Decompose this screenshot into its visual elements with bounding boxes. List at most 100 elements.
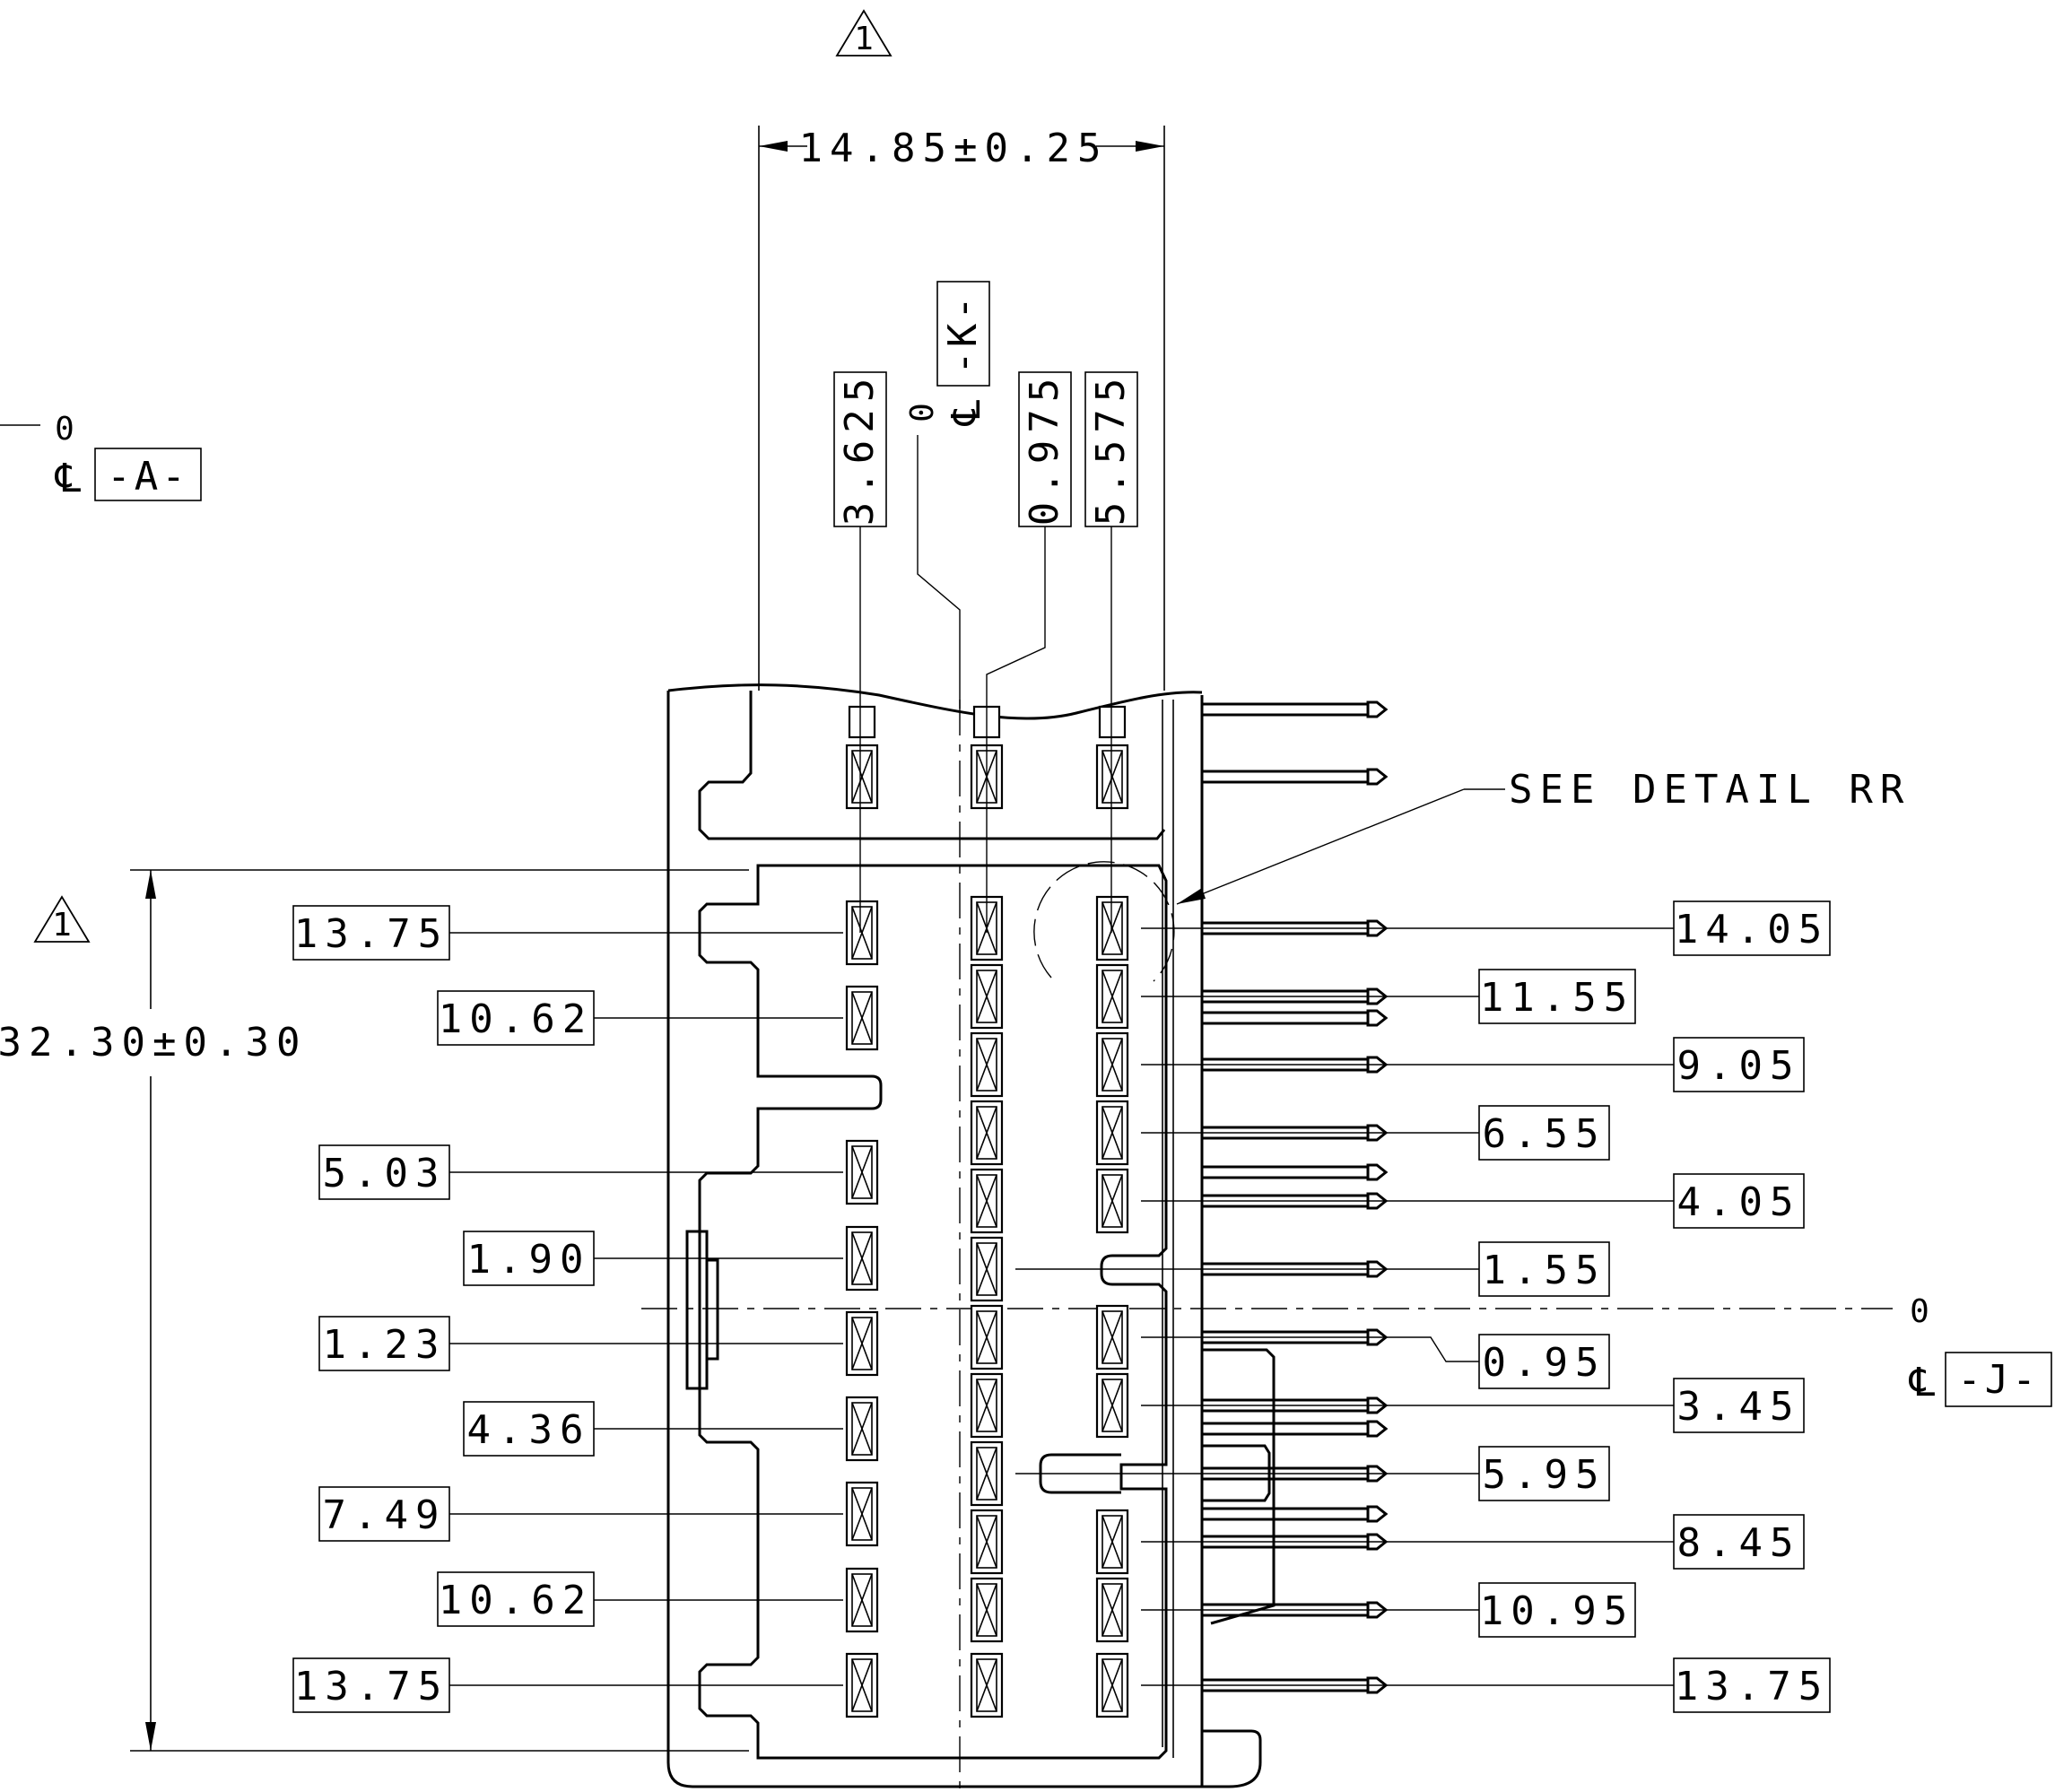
width-dimension: 14.85±0.25: [758, 126, 1165, 691]
terminal-lead: [1202, 768, 1389, 786]
terminal-pin: [845, 1139, 879, 1205]
terminal-pin: [1095, 1509, 1129, 1575]
right-callout-label: 3.45: [1677, 1384, 1801, 1430]
detail-rr-note: SEE DETAIL RR: [1509, 767, 1911, 813]
terminal-pin: [970, 1168, 1004, 1234]
left-callout: 13.75: [292, 1657, 843, 1713]
right-callout-label: 0.95: [1483, 1340, 1607, 1386]
terminal-pin: [1095, 744, 1129, 810]
right-callout: 6.55: [1141, 1105, 1610, 1161]
height-dimension-text: 32.30±0.30: [0, 1020, 307, 1066]
datum-a: 0 ℄ -A-: [0, 411, 202, 501]
right-callout-label: 4.05: [1677, 1179, 1801, 1225]
terminal-pin: [1095, 895, 1129, 961]
right-callout: 10.95: [1141, 1582, 1636, 1638]
terminal-pin: [845, 744, 879, 810]
right-callout: 9.05: [1141, 1037, 1805, 1092]
left-callout: 1.23: [318, 1316, 843, 1371]
terminal-pin: [970, 1577, 1004, 1643]
terminal-pin: [970, 1304, 1004, 1370]
datum-a-zero: 0: [55, 411, 74, 448]
terminal-pin: [970, 1031, 1004, 1098]
terminal-pin-stub: [1098, 705, 1127, 739]
left-callout-label: 10.62: [439, 1578, 593, 1623]
datum-k-symbol: ℄: [944, 399, 989, 426]
top-callout: 0.975: [986, 371, 1072, 933]
left-callout: 7.49: [318, 1486, 843, 1542]
terminal-lead: [1202, 1163, 1389, 1181]
right-callout-label: 5.95: [1483, 1452, 1607, 1498]
left-callout-label: 13.75: [294, 911, 448, 957]
terminal-pin: [845, 900, 879, 966]
terminal-pin: [845, 1396, 879, 1462]
terminal-pin: [970, 1372, 1004, 1439]
right-callout: 11.55: [1141, 969, 1636, 1024]
datum-j-zero: 0: [1910, 1293, 1929, 1330]
terminal-pins: [845, 705, 1129, 1718]
terminal-pin: [845, 1567, 879, 1633]
terminal-pin: [970, 1100, 1004, 1166]
terminal-pin: [845, 1225, 879, 1292]
right-callout-label: 13.75: [1675, 1664, 1829, 1709]
datum-j: 0 ℄ -J-: [1909, 1293, 2052, 1407]
left-callout-label: 13.75: [294, 1664, 448, 1709]
terminal-pin: [1095, 1168, 1129, 1234]
datum-j-symbol: ℄: [1909, 1360, 1936, 1405]
terminal-pin: [845, 1652, 879, 1718]
terminal-pin: [1095, 1372, 1129, 1439]
datum-k-zero: 0: [904, 403, 941, 422]
top-callout: 5.575: [1084, 371, 1138, 933]
right-callout-label: 8.45: [1677, 1520, 1801, 1566]
left-callout-label: 1.90: [467, 1237, 591, 1283]
terminal-lead: [1202, 1465, 1389, 1483]
terminal-pin-stub: [848, 705, 876, 739]
right-callout: 5.95: [1015, 1446, 1610, 1501]
terminal-pin: [1095, 1304, 1129, 1370]
terminal-lead: [1202, 1505, 1389, 1523]
right-callout-label: 1.55: [1483, 1248, 1607, 1293]
revision-triangle-left: 1: [33, 895, 91, 944]
revision-triangle-top: 1: [835, 9, 893, 57]
terminal-pin: [970, 1236, 1004, 1302]
left-callout-label: 1.23: [323, 1322, 447, 1368]
terminal-lead: [1202, 1328, 1389, 1346]
right-callout-label: 10.95: [1480, 1588, 1634, 1634]
top-callout: 3.625: [833, 371, 887, 933]
top-callouts: 3.625 0.975 5.575: [833, 371, 1138, 933]
right-callout: 1.55: [1015, 1241, 1610, 1297]
terminal-pin: [970, 1652, 1004, 1718]
terminal-pin: [1095, 1031, 1129, 1098]
left-callouts: 13.75 10.62 5.03 1.90 1.23 4.36 7.49 10.62 13.75: [292, 905, 843, 1713]
terminal-pin: [970, 1440, 1004, 1507]
left-callout: 1.90: [463, 1231, 843, 1286]
height-dimension: 32.30±0.30: [0, 869, 749, 1752]
terminal-lead: [1202, 1420, 1389, 1438]
right-callout-label: 9.05: [1677, 1043, 1801, 1089]
terminal-leads: [1202, 700, 1389, 1694]
terminal-pin: [845, 1310, 879, 1377]
terminal-pin: [970, 1509, 1004, 1575]
terminal-pin: [845, 985, 879, 1051]
terminal-pin: [845, 1481, 879, 1547]
terminal-pin: [1095, 963, 1129, 1030]
right-callout: 8.45: [1141, 1514, 1805, 1570]
terminal-pin: [970, 963, 1004, 1030]
right-callout-label: 6.55: [1483, 1111, 1607, 1157]
left-callout: 5.03: [318, 1144, 843, 1200]
left-callout: 4.36: [463, 1401, 843, 1457]
terminal-pin: [1095, 1577, 1129, 1643]
revision-label-top: 1: [854, 21, 874, 57]
revision-label-left: 1: [52, 907, 72, 944]
datum-k: -K- ℄ 0: [904, 281, 990, 709]
terminal-pin: [1095, 1652, 1129, 1718]
terminal-pin: [1095, 1100, 1129, 1166]
terminal-lead: [1202, 1260, 1389, 1278]
top-callout-label: 0.975: [1022, 371, 1067, 526]
terminal-lead: [1202, 700, 1389, 718]
left-callout-label: 7.49: [323, 1492, 447, 1538]
right-callout: 14.05: [1141, 900, 1831, 956]
left-callout-label: 5.03: [323, 1151, 447, 1196]
left-callout: 10.62: [437, 990, 843, 1046]
right-callout: 0.95: [1141, 1334, 1610, 1389]
